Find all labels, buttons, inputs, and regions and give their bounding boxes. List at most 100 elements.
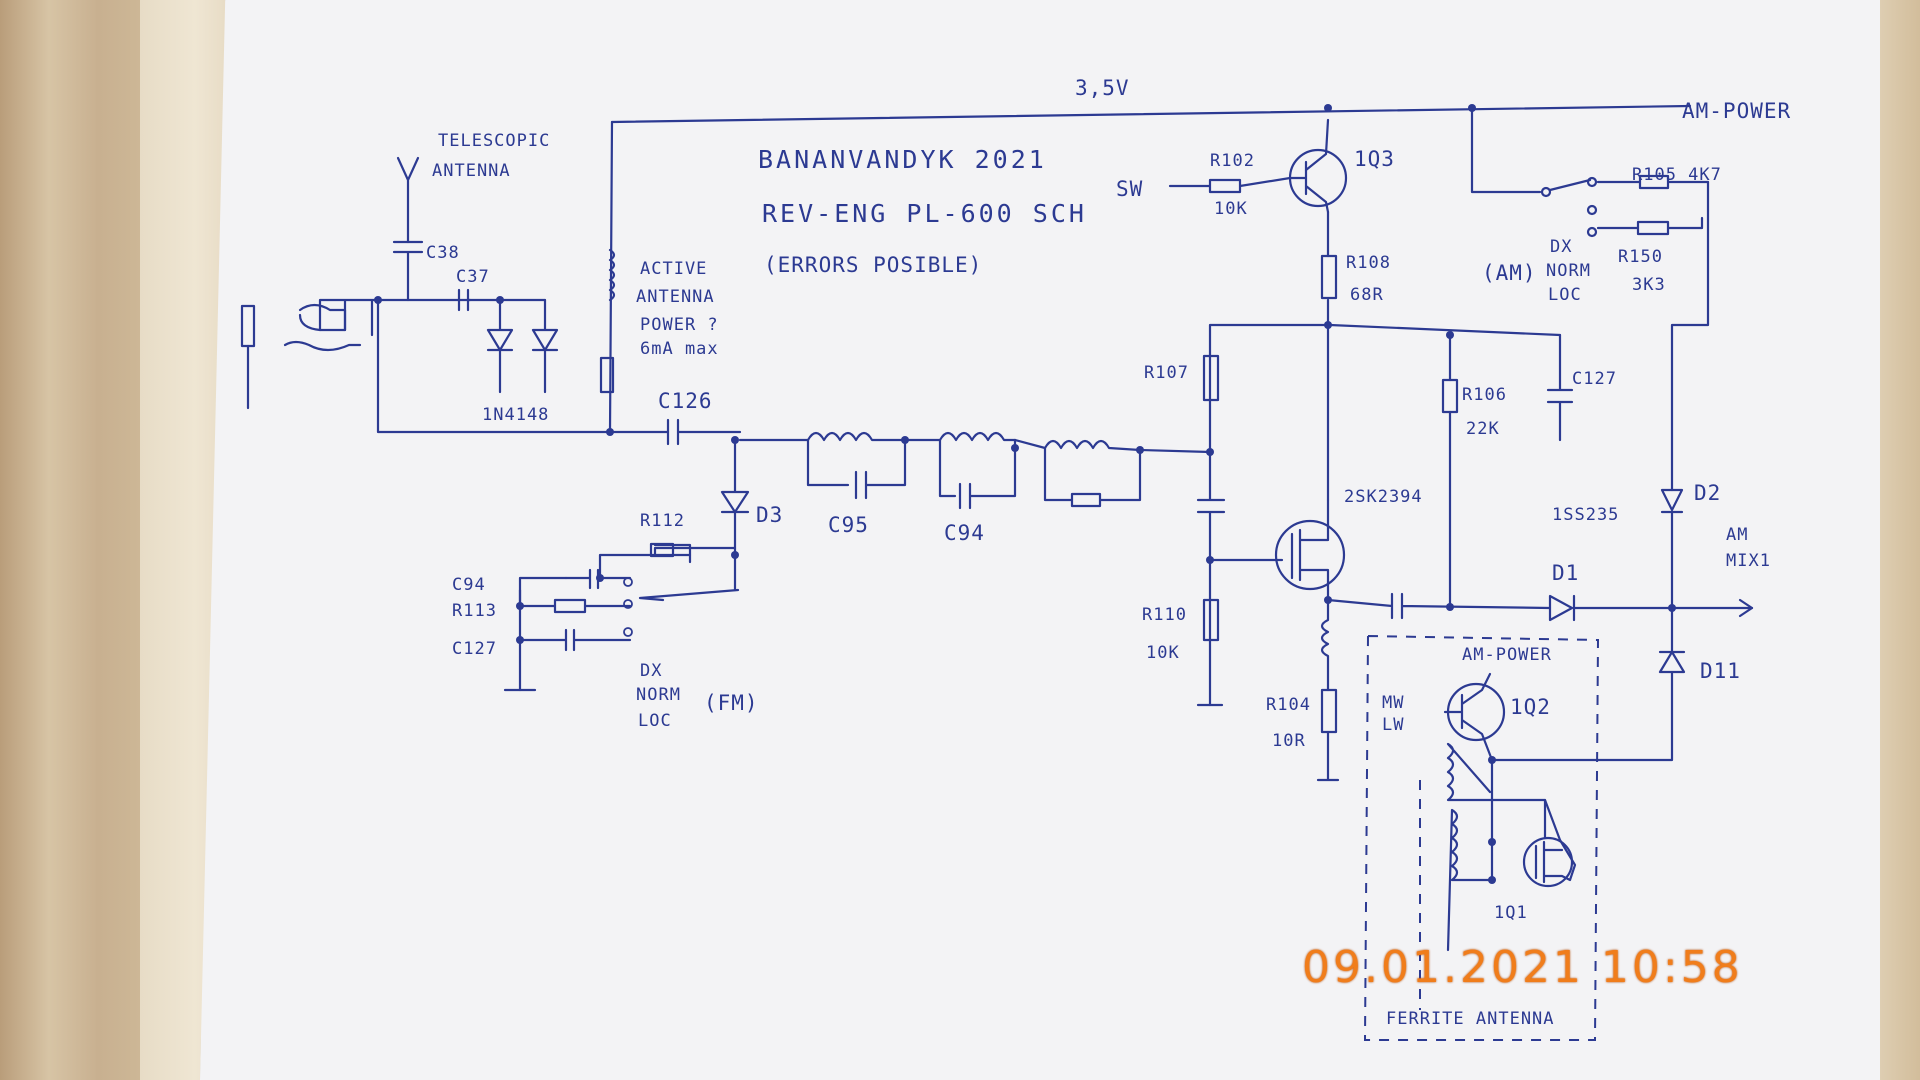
- label-ferrite-antenna: FERRITE ANTENNA: [1386, 1009, 1555, 1029]
- r150-resistor: [1596, 216, 1704, 236]
- active-antenna-inductor: [608, 248, 616, 302]
- input-ground-bus: [376, 298, 670, 434]
- label-r102-value: 10K: [1214, 199, 1248, 219]
- label-1n4148: 1N4148: [482, 405, 549, 425]
- label-am-power: AM-POWER: [1682, 99, 1791, 123]
- label-am-mix: AM: [1726, 525, 1748, 545]
- ferrite-antenna-box: [1363, 634, 1600, 1041]
- label-title-note: (ERRORS POSIBLE): [764, 253, 982, 277]
- label-d2: D2: [1694, 481, 1721, 505]
- label-active-3: POWER ?: [640, 315, 719, 335]
- label-c38: C38: [426, 243, 460, 263]
- label-r110-value: 10K: [1146, 643, 1180, 663]
- r110-resistor: [1202, 598, 1220, 642]
- c38-capacitor: [392, 240, 424, 302]
- label-r150-value: 3K3: [1632, 275, 1666, 295]
- label-1q1: 1Q1: [1494, 903, 1528, 923]
- filter-inductor-2: [903, 431, 1017, 442]
- label-r105: R105 4K7: [1632, 165, 1722, 185]
- label-am-norm: NORM: [1546, 261, 1591, 281]
- label-title-author: BANANVANDYK 2021: [758, 145, 1047, 174]
- label-c127: C127: [1572, 369, 1617, 389]
- c94-capacitor: [938, 438, 1017, 510]
- label-sw-r113: R113: [452, 601, 497, 621]
- paper-sheet: [200, 0, 1880, 1080]
- source-inductor: [1320, 604, 1330, 692]
- label-sw-c127: C127: [452, 639, 497, 659]
- r107-resistor: [1202, 354, 1220, 402]
- filter-inductor-3: [1013, 438, 1142, 452]
- label-r108-value: 68R: [1350, 285, 1384, 305]
- label-r112: R112: [640, 511, 685, 531]
- d2-diode: [1660, 488, 1684, 610]
- active-antenna-feed-wire: [608, 120, 614, 434]
- c126-capacitor: [666, 418, 742, 446]
- output-coupling-capacitor: [1326, 592, 1552, 620]
- label-lw: LW: [1382, 715, 1404, 735]
- label-am-mix1: MIX1: [1726, 551, 1771, 571]
- label-fm-mode: (FM): [704, 691, 759, 715]
- filter-resistor: [1043, 446, 1142, 508]
- label-1q2: 1Q2: [1510, 695, 1551, 719]
- am-norm-contact: [1586, 204, 1598, 216]
- label-r104-value: 10R: [1272, 731, 1306, 751]
- camera-timestamp: 09.01.2021 10:58: [1302, 942, 1743, 993]
- label-r107: R107: [1144, 363, 1189, 383]
- label-am-mode: (AM): [1482, 261, 1537, 285]
- label-sw: SW: [1116, 177, 1143, 201]
- label-am-power-ferrite: AM-POWER: [1462, 645, 1552, 665]
- r105-resistor: [1548, 174, 1710, 192]
- label-r150: R150: [1618, 247, 1663, 267]
- label-1ss235: 1SS235: [1552, 505, 1619, 525]
- d11-diode: [1493, 606, 1686, 762]
- label-supply-voltage: 3,5V: [1075, 76, 1130, 100]
- label-d3: D3: [756, 503, 783, 527]
- sw-c127-capacitor: [518, 628, 632, 652]
- label-r108: R108: [1346, 253, 1391, 273]
- label-d1: D1: [1552, 561, 1579, 585]
- am-loc-contact: [1586, 226, 1598, 238]
- label-c126: C126: [658, 389, 713, 413]
- label-telescopic: TELESCOPIC: [438, 131, 550, 151]
- input-coil: [298, 303, 347, 332]
- label-mw: MW: [1382, 693, 1404, 713]
- am-dx-contact: [1586, 176, 1598, 188]
- label-fm-norm: NORM: [636, 685, 681, 705]
- supply-rail-3v5: [610, 104, 1692, 124]
- label-r106: R106: [1462, 385, 1507, 405]
- fet-2sk2394: [1274, 519, 1346, 591]
- ferrite-coil-lw: [1446, 808, 1494, 952]
- diode-1n4148-b: [531, 298, 559, 394]
- label-c37: C37: [456, 267, 490, 287]
- fm-switch-wiring: [518, 553, 740, 608]
- d1-diode: [1548, 594, 1754, 622]
- label-antenna: ANTENNA: [432, 161, 511, 181]
- label-title-project: REV-ENG PL-600 SCH: [762, 199, 1087, 228]
- c37-capacitor: [457, 288, 547, 312]
- label-sw-c94: C94: [452, 575, 486, 595]
- label-1q3: 1Q3: [1354, 147, 1395, 171]
- diode-1n4148-a: [486, 298, 514, 394]
- r104-resistor: [1320, 688, 1338, 734]
- label-r102: R102: [1210, 151, 1255, 171]
- c95-capacitor: [806, 438, 907, 500]
- label-fm-dx: DX: [640, 661, 662, 681]
- c127-capacitor: [1546, 333, 1574, 442]
- telescopic-antenna-symbol: [396, 156, 420, 244]
- active-antenna-resistor: [599, 356, 615, 394]
- label-fet: 2SK2394: [1344, 487, 1423, 507]
- label-r110: R110: [1142, 605, 1187, 625]
- label-active-1: ACTIVE: [640, 259, 707, 279]
- label-c95: C95: [828, 513, 869, 537]
- transistor-1q1: [1522, 836, 1574, 888]
- table-background: [0, 0, 140, 1080]
- label-active-2: ANTENNA: [636, 287, 715, 307]
- r102-resistor: [1168, 176, 1292, 194]
- r106-resistor: [1441, 378, 1459, 414]
- label-d11: D11: [1700, 659, 1741, 683]
- sw-c94-capacitor: [564, 568, 632, 590]
- fet-coupling-capacitor: [1196, 450, 1226, 707]
- label-c94: C94: [944, 521, 985, 545]
- label-fm-loc: LOC: [638, 711, 672, 731]
